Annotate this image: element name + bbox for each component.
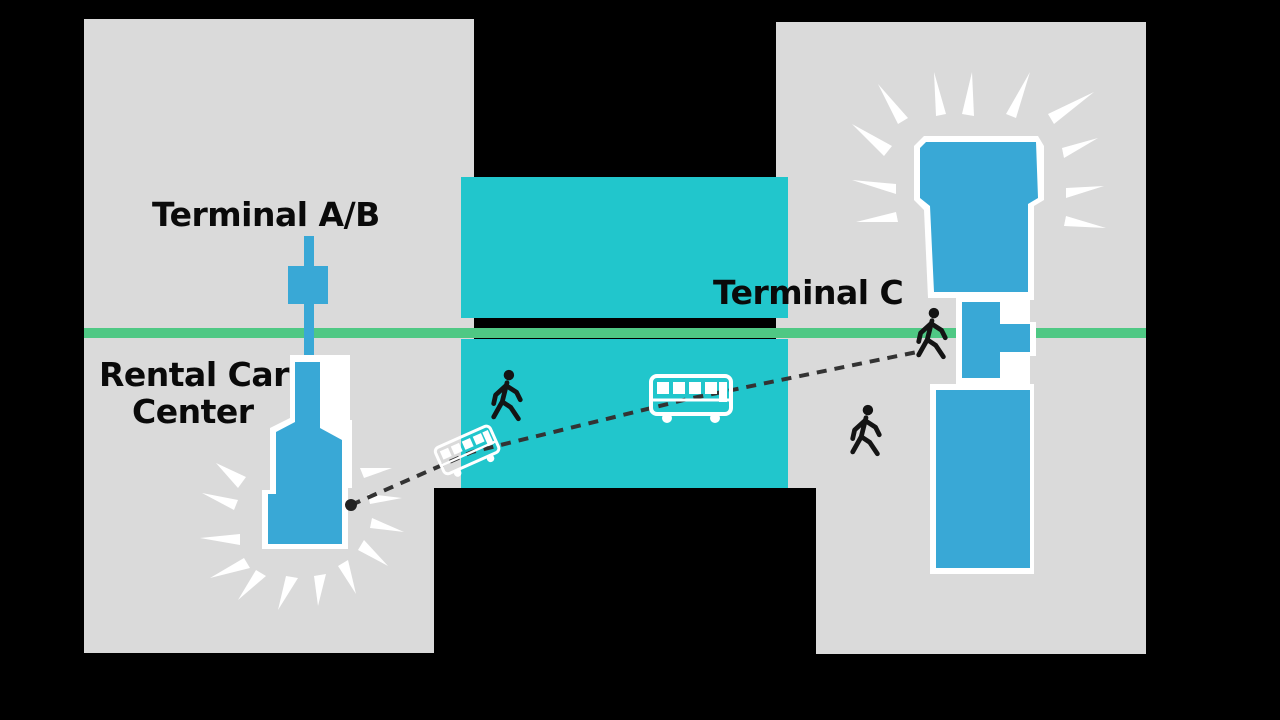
rental-car-building[interactable] [268,362,342,544]
dark-gap [434,488,816,720]
terminal-c-building[interactable] [920,142,1038,568]
bus-icon[interactable] [649,374,733,425]
shuttle-route [350,349,923,507]
rail-line [84,328,1146,338]
rental-car-label-line2: Center [132,392,255,431]
terminal-ab-building[interactable] [288,236,328,366]
terminal-ab-label: Terminal A/B [152,195,380,234]
water-zone-upper [461,177,788,318]
route-start-dot [345,499,357,511]
rental-car-label-line1: Rental Car [99,355,290,394]
terminal-c-rays [852,72,1106,228]
rental-car-rays [200,463,404,610]
terminal-c-label: Terminal C [713,273,903,312]
